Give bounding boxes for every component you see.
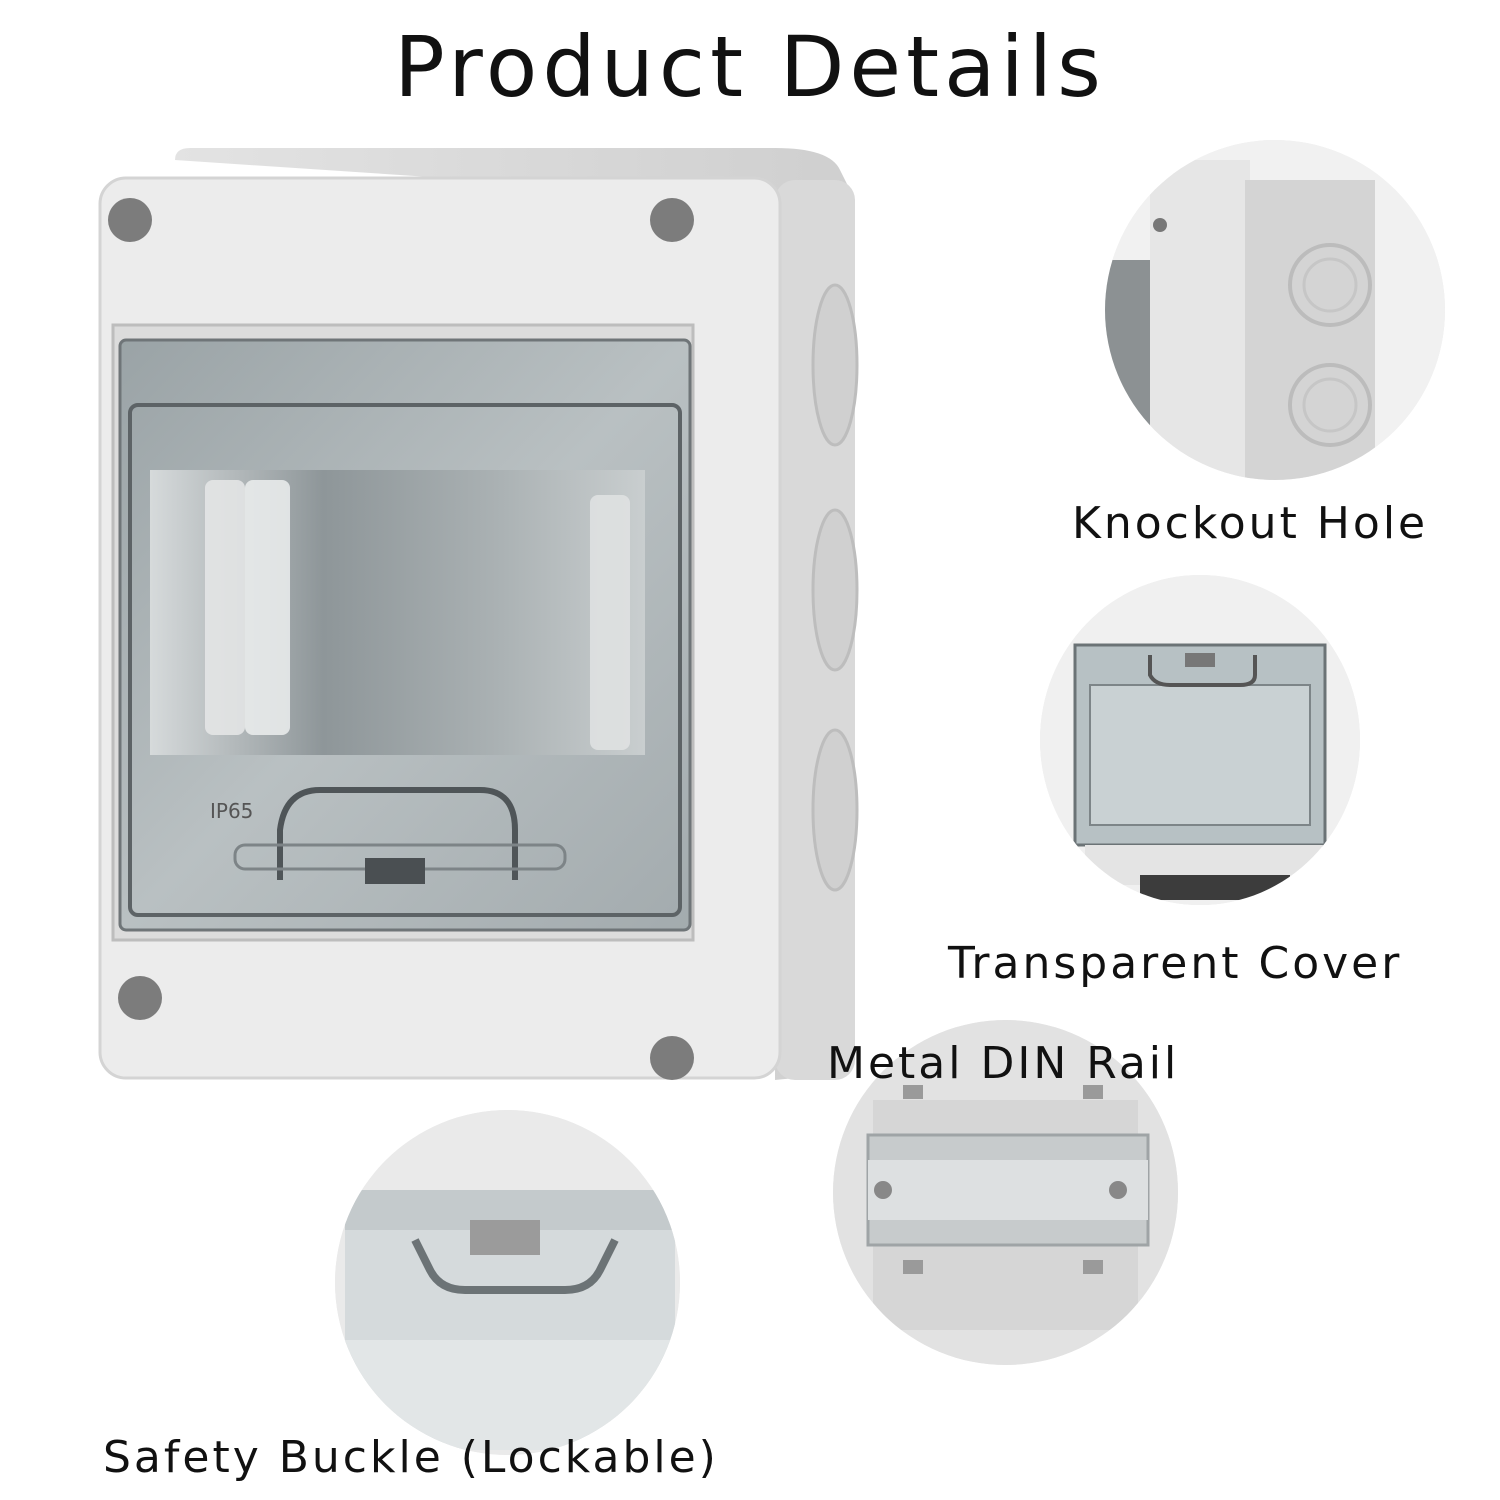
enclosure-box-image: IP65 bbox=[95, 140, 875, 1090]
knockout-hole-closeup-image bbox=[1105, 140, 1445, 480]
transparent-cover-caption: Transparent Cover bbox=[948, 938, 1403, 989]
transparent-cover-closeup-image bbox=[1040, 575, 1360, 905]
knockout-hole-caption: Knockout Hole bbox=[1072, 498, 1429, 549]
din-rail-closeup-image bbox=[833, 1020, 1178, 1365]
safety-buckle-closeup-image bbox=[335, 1110, 680, 1455]
ip-rating-label: IP65 bbox=[210, 799, 253, 823]
safety-buckle-caption: Safety Buckle (Lockable) bbox=[103, 1432, 719, 1483]
din-rail-caption: Metal DIN Rail bbox=[827, 1038, 1180, 1089]
page-title: Product Details bbox=[394, 18, 1106, 116]
